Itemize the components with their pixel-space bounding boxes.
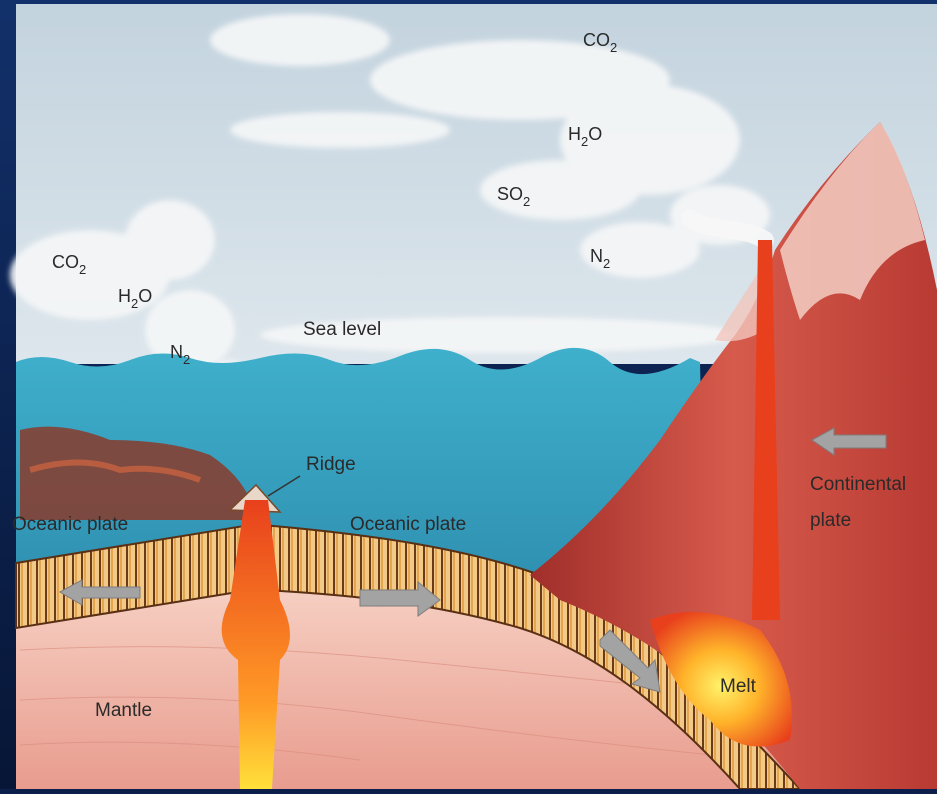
label-oceanic-plate-center: Oceanic plate [350, 514, 466, 535]
label-ridge: Ridge [306, 454, 356, 475]
label-mantle: Mantle [95, 700, 152, 721]
label-plate: plate [810, 510, 851, 531]
label-continental: Continental [810, 474, 906, 495]
label-melt: Melt [720, 676, 757, 697]
label-sea-level: Sea level [303, 319, 381, 340]
label-oceanic-plate-left: Oceanic plate [12, 514, 128, 535]
